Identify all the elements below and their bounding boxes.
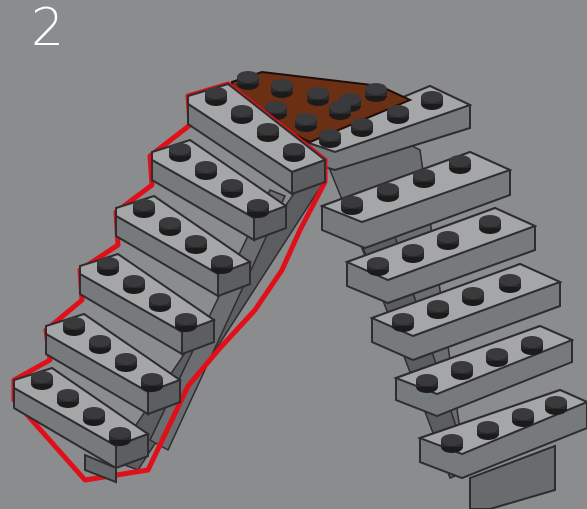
right-stair-flight — [322, 140, 587, 509]
left-stair-flight-highlighted — [14, 84, 325, 482]
